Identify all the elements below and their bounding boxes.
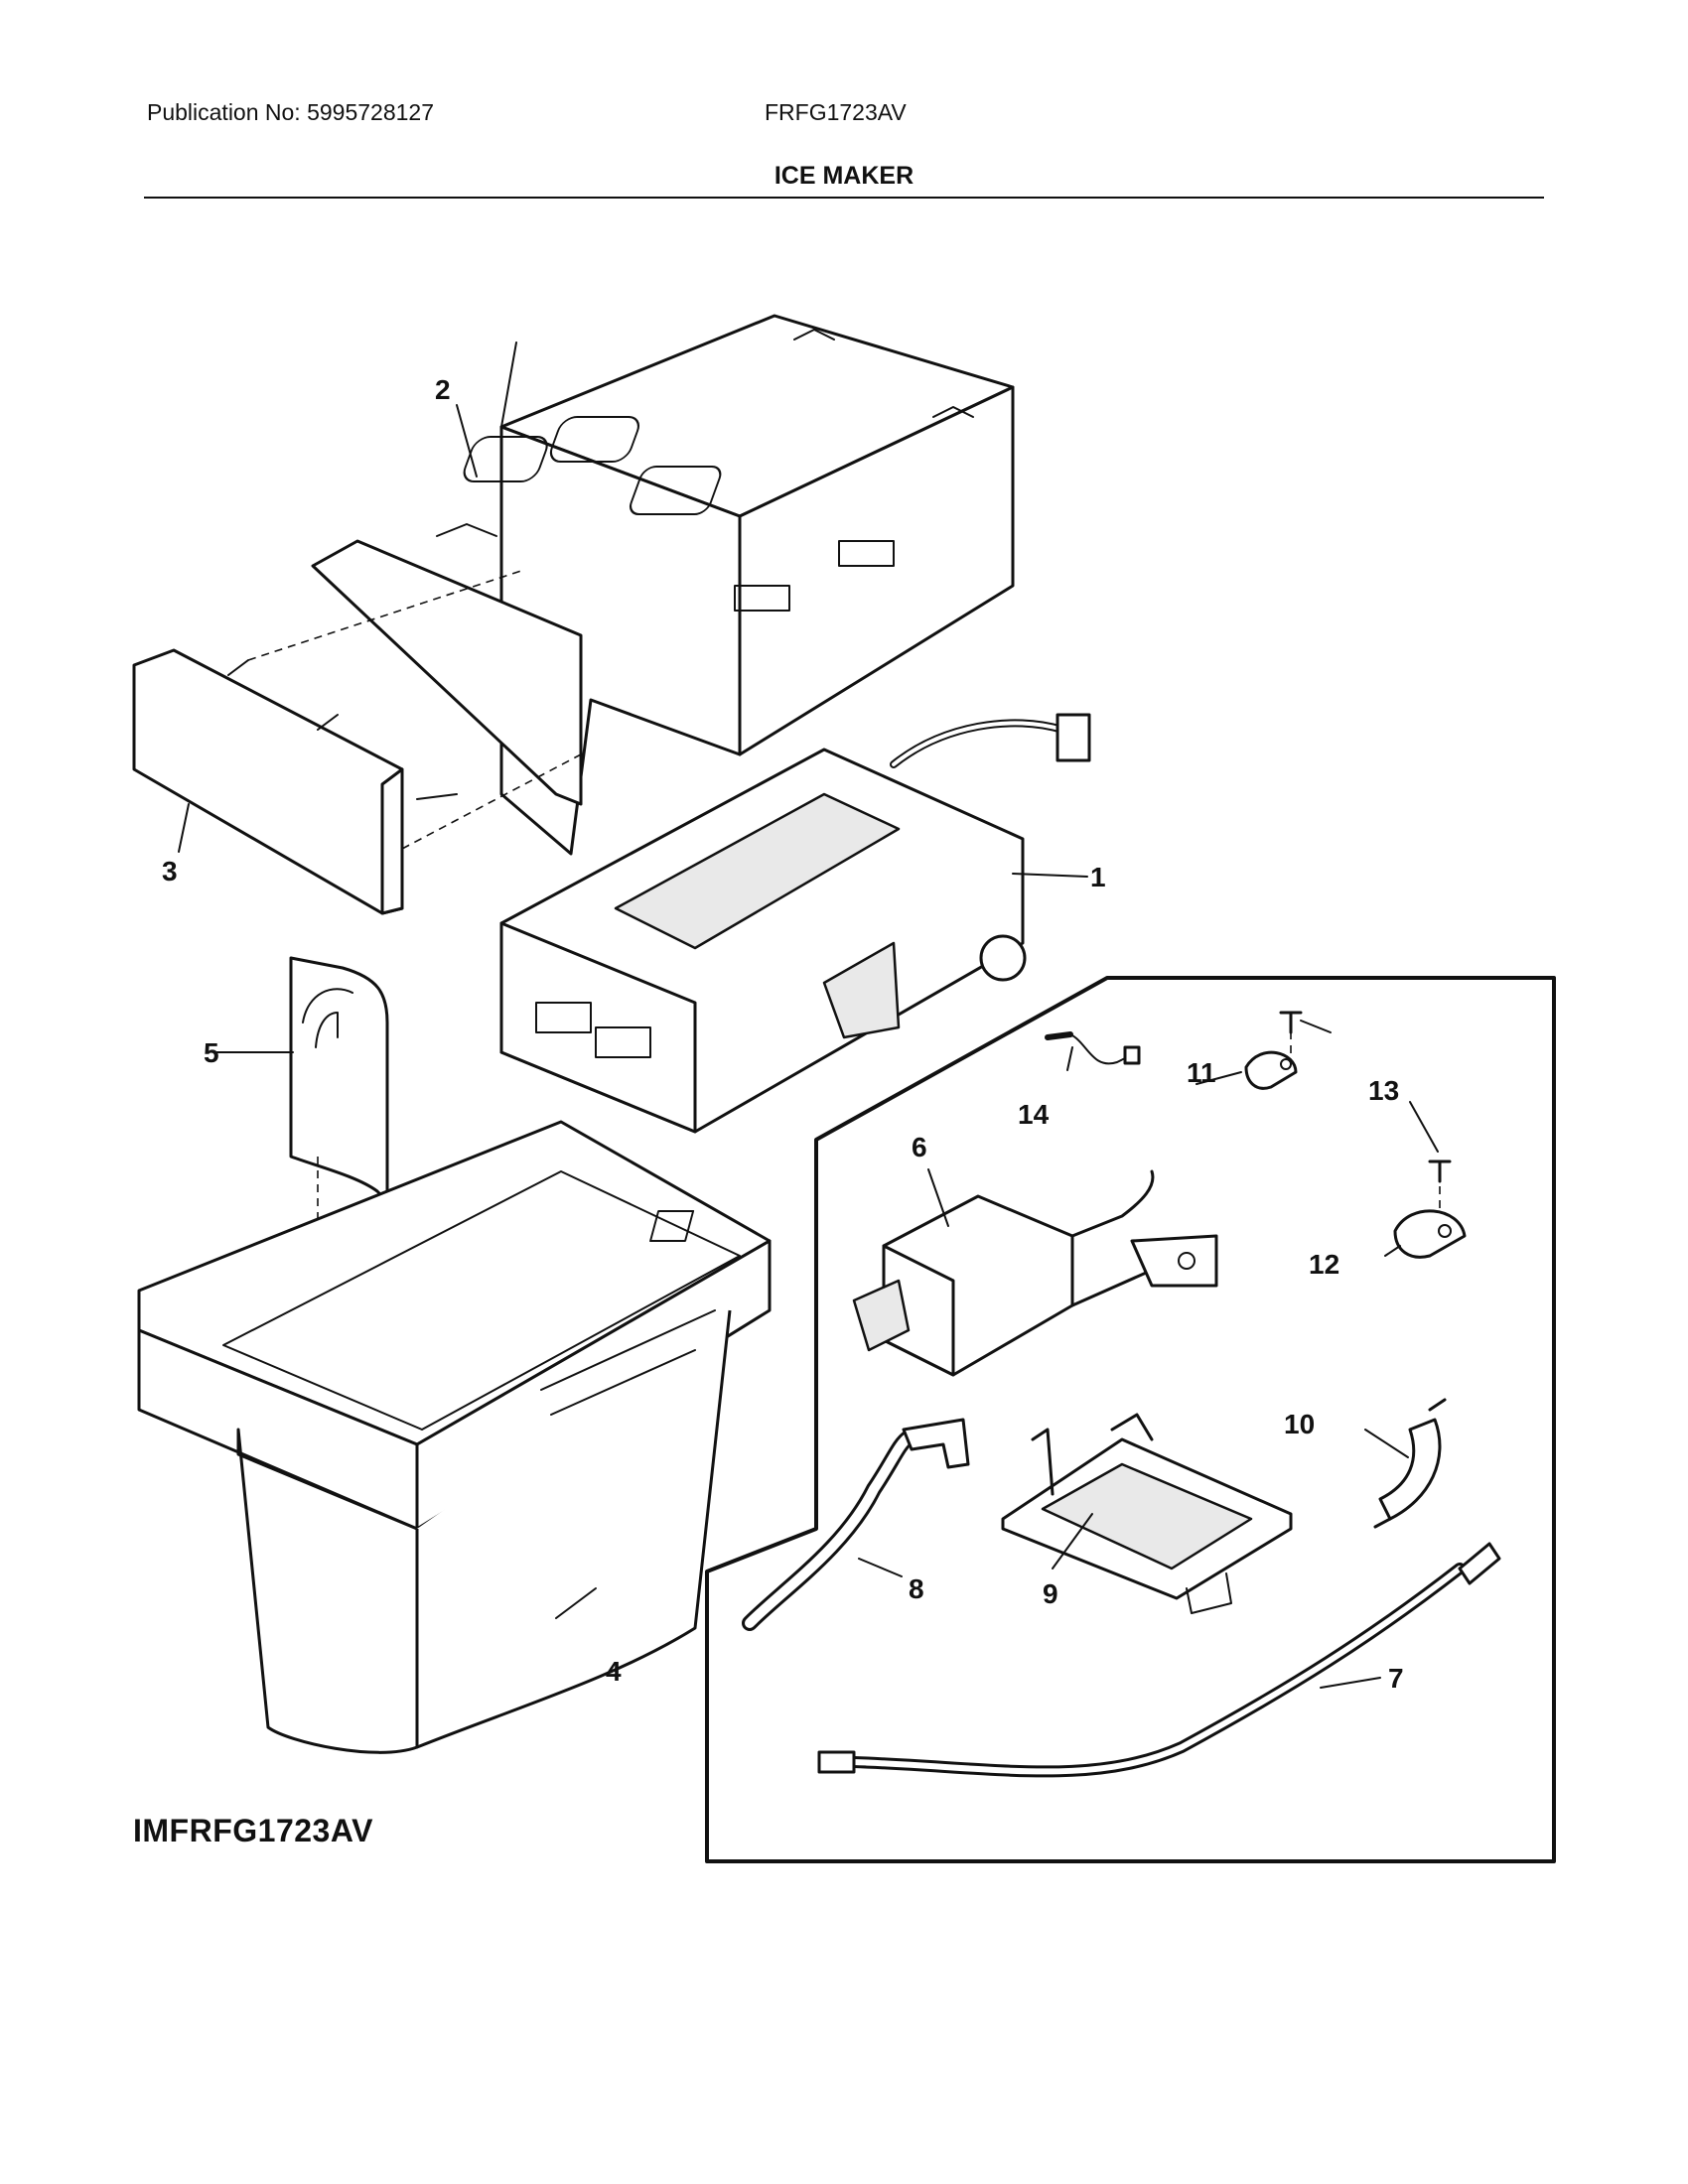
part-1-ice-maker: [499, 713, 1091, 1134]
part-11-clamp: [1244, 1050, 1298, 1090]
page-title: ICE MAKER: [774, 162, 914, 190]
callout-8: 8: [909, 1573, 924, 1604]
callout-10: 10: [1284, 1409, 1315, 1439]
callout-numbers: 1 2 3 4 5 6 7 8 9 10 11 12 13 14: [162, 374, 1404, 1694]
part-6-water-valve: [649, 1169, 1218, 1377]
part-3-front-cover: [132, 570, 582, 915]
callout-6: 6: [912, 1132, 927, 1162]
leader-lines: [178, 404, 1439, 1689]
part-8-fill-tube: [742, 1418, 970, 1631]
callout-3: 3: [162, 856, 178, 887]
callout-4: 4: [606, 1656, 622, 1687]
diagram-code: IMFRFG1723AV: [133, 1813, 373, 1848]
inset-frame: [705, 976, 1556, 1863]
callout-13: 13: [1368, 1075, 1399, 1106]
part-7-supply-tube: [817, 1542, 1501, 1778]
publication-number: Publication No: 5995728127: [147, 99, 435, 125]
part-2-housing: [311, 314, 1015, 856]
model-number: FRFG1723AV: [765, 99, 907, 125]
callout-7: 7: [1388, 1663, 1404, 1694]
callout-14: 14: [1018, 1099, 1050, 1130]
callout-11: 11: [1187, 1057, 1216, 1088]
part-14-sensor: [1045, 1031, 1141, 1065]
callout-2: 2: [435, 374, 451, 405]
callout-5: 5: [204, 1037, 219, 1068]
callout-1: 1: [1090, 862, 1106, 892]
part-10-clip: [1373, 1398, 1447, 1529]
part-4-ice-bucket: [137, 1120, 772, 1754]
callout-9: 9: [1043, 1578, 1058, 1609]
part-13-screws: [1279, 1011, 1452, 1216]
header-divider: [144, 197, 1544, 199]
part-12-clamp: [1393, 1209, 1467, 1259]
callout-12: 12: [1309, 1249, 1339, 1280]
part-9-bracket: [1001, 1413, 1293, 1614]
